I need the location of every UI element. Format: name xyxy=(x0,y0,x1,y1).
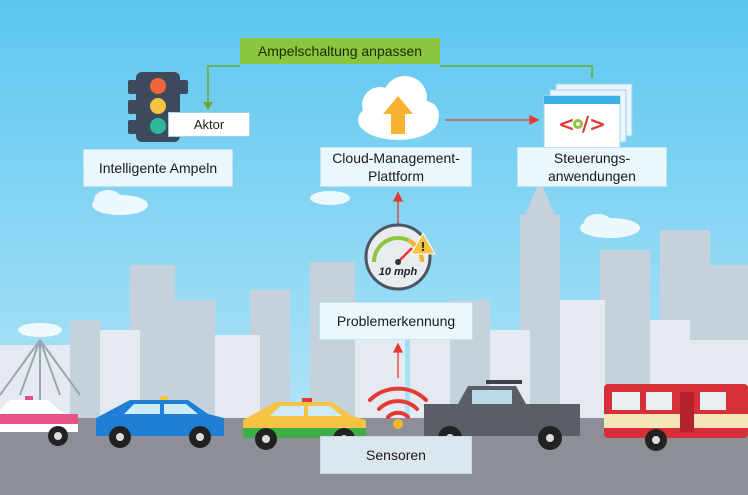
arrow-gauge-to-cloud-head xyxy=(392,191,404,202)
cloud-upload-icon xyxy=(358,76,439,140)
feedback-connector xyxy=(207,65,593,104)
control-apps-label: Steuerungs- anwendungen xyxy=(517,147,667,187)
arrow-sensor-to-problem-head xyxy=(392,342,404,353)
cloud-platform-line2: Plattform xyxy=(367,168,424,184)
sensors-label: Sensoren xyxy=(320,436,472,474)
cloud-platform-line1: Cloud-Management- xyxy=(332,150,460,166)
code-window-icon: < /> xyxy=(543,83,633,149)
pink-taxi xyxy=(0,396,78,446)
warning-icon: ! xyxy=(410,231,436,255)
actuator-label: Aktor xyxy=(168,112,250,137)
adjust-signal-banner: Ampelschaltung anpassen xyxy=(240,38,440,64)
background-clouds xyxy=(18,190,640,337)
problem-detection-text: Problemerkennung xyxy=(336,313,456,329)
control-apps-line1: Steuerungs- xyxy=(553,150,631,166)
traffic-lights-label: Intelligente Ampeln xyxy=(83,149,233,187)
bridge xyxy=(0,339,81,405)
traffic-lights-text: Intelligente Ampeln xyxy=(98,160,218,176)
arrow-to-traffic-light xyxy=(203,102,213,110)
blue-car xyxy=(96,396,224,448)
control-apps-line2: anwendungen xyxy=(548,168,636,184)
sensors-text: Sensoren xyxy=(366,447,426,463)
wifi-signal-icon xyxy=(368,386,428,419)
speed-readout: 10 mph xyxy=(378,266,418,278)
green-yellow-taxi xyxy=(243,398,366,450)
arrow-cloud-to-apps-head xyxy=(529,114,540,126)
problem-detection-label: Problemerkennung xyxy=(319,302,473,340)
sensor-dot xyxy=(393,419,403,429)
svg-text:!: ! xyxy=(420,240,425,254)
red-bus xyxy=(604,384,748,451)
cloud-platform-label: Cloud-Management- Plattform xyxy=(320,147,472,187)
speedometer-icon xyxy=(364,223,432,291)
